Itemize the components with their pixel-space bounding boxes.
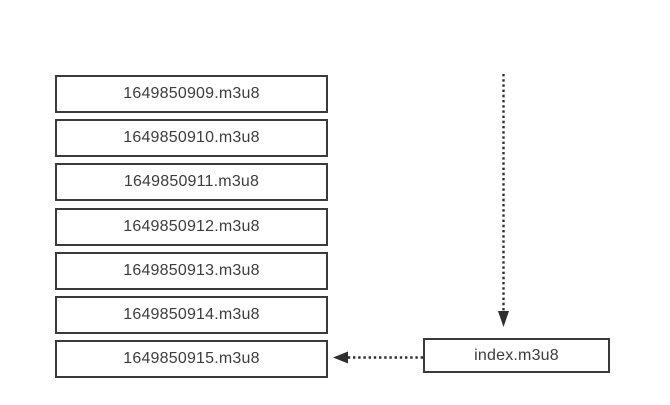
segment-file-box: 1649850912.m3u8 [55, 208, 328, 246]
segment-file-label: 1649850915.m3u8 [123, 350, 260, 367]
index-file-label: index.m3u8 [474, 346, 559, 364]
segment-file-label: 1649850911.m3u8 [123, 173, 260, 190]
segment-file-label: 1649850913.m3u8 [123, 262, 260, 279]
segment-file-box: 1649850914.m3u8 [55, 296, 328, 334]
segment-file-label: 1649850910.m3u8 [123, 129, 260, 146]
segment-file-box: 1649850913.m3u8 [55, 252, 328, 290]
update-arrow-head [498, 311, 509, 327]
index-file-box: index.m3u8 [423, 338, 610, 373]
segment-file-box: 1649850909.m3u8 [55, 75, 328, 113]
segment-file-box: 1649850911.m3u8 [55, 163, 328, 201]
segment-file-label: 1649850912.m3u8 [123, 218, 260, 235]
index-to-segment-arrow-head [333, 351, 348, 364]
segment-file-box: 1649850910.m3u8 [55, 119, 328, 157]
segment-file-label: 1649850909.m3u8 [123, 85, 260, 102]
segment-file-box: 1649850915.m3u8 [55, 340, 328, 378]
segment-file-label: 1649850914.m3u8 [123, 306, 260, 323]
